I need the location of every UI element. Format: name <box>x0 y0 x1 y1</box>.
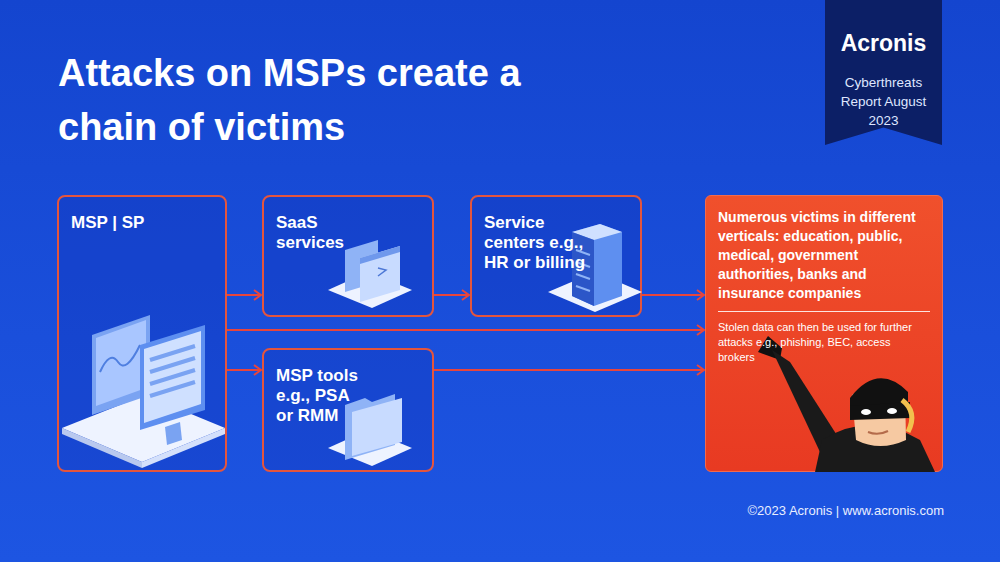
monitor-screen <box>144 331 201 423</box>
folder-illustration <box>328 394 412 466</box>
footer-label: ©2023 Acronis | www.acronis.com <box>748 503 944 518</box>
diagram-title: Attacks on MSPs create a chain of victim… <box>58 46 558 154</box>
victims-box: Numerous victims in different verticals:… <box>705 195 943 472</box>
process-box: Service centers e.g., HR or billing <box>470 195 642 317</box>
window-bar <box>360 246 400 264</box>
monitor-stand <box>165 422 182 445</box>
eye <box>861 409 871 415</box>
server-slots <box>576 250 590 291</box>
hair <box>902 400 912 432</box>
report-banner: AcronisCyberthreats Report August 2023 <box>825 0 942 145</box>
window-back <box>345 240 378 292</box>
monitor-front <box>140 325 205 430</box>
monitor-screen <box>96 320 146 406</box>
monitor-back <box>92 315 150 415</box>
raised-arm <box>772 350 840 452</box>
flow-arrow <box>434 294 469 296</box>
monitor-illustration <box>62 315 225 468</box>
node-heading: Numerous victims in different verticals:… <box>718 208 930 312</box>
node-heading: Service centers e.g., HR or billing <box>484 213 596 273</box>
eye <box>887 408 897 414</box>
flow-arrow <box>227 329 704 331</box>
node-heading: Acronis <box>833 30 934 57</box>
node-body: Stolen data can then be used for further… <box>718 320 930 365</box>
saas-illustration <box>328 240 412 308</box>
chart-line <box>100 345 140 372</box>
flow-arrow <box>434 369 704 371</box>
platform-side <box>142 428 225 468</box>
server-front <box>572 232 594 306</box>
mouth <box>868 431 888 434</box>
platform-side <box>62 428 142 468</box>
node-heading: SaaS services <box>276 213 361 253</box>
platform <box>328 430 412 466</box>
thief-illustration <box>758 336 935 472</box>
process-box: MSP | SP <box>57 195 227 472</box>
platform <box>548 272 642 312</box>
folder-back <box>345 394 395 460</box>
face <box>852 383 906 446</box>
platform <box>62 395 225 462</box>
process-box: MSP tools e.g., PSA or RMM <box>262 348 434 472</box>
flow-arrow <box>227 294 261 296</box>
list-rows <box>150 346 195 396</box>
process-box: SaaS services <box>262 195 434 317</box>
window-glyph <box>378 268 386 276</box>
platform <box>328 272 412 308</box>
node-body: Cyberthreats Report August 2023 <box>833 73 934 130</box>
beanie <box>850 378 908 408</box>
glove <box>758 336 782 360</box>
flow-arrow <box>227 369 261 371</box>
flow-arrow <box>642 294 704 296</box>
server-body <box>572 224 622 306</box>
node-heading: MSP | SP <box>71 213 213 233</box>
body <box>815 425 935 472</box>
node-heading: MSP tools e.g., PSA or RMM <box>276 366 368 426</box>
folder-front <box>352 398 402 456</box>
server-top <box>572 224 622 240</box>
window-front <box>360 246 400 302</box>
server-illustration <box>548 224 642 312</box>
mask <box>850 402 910 420</box>
